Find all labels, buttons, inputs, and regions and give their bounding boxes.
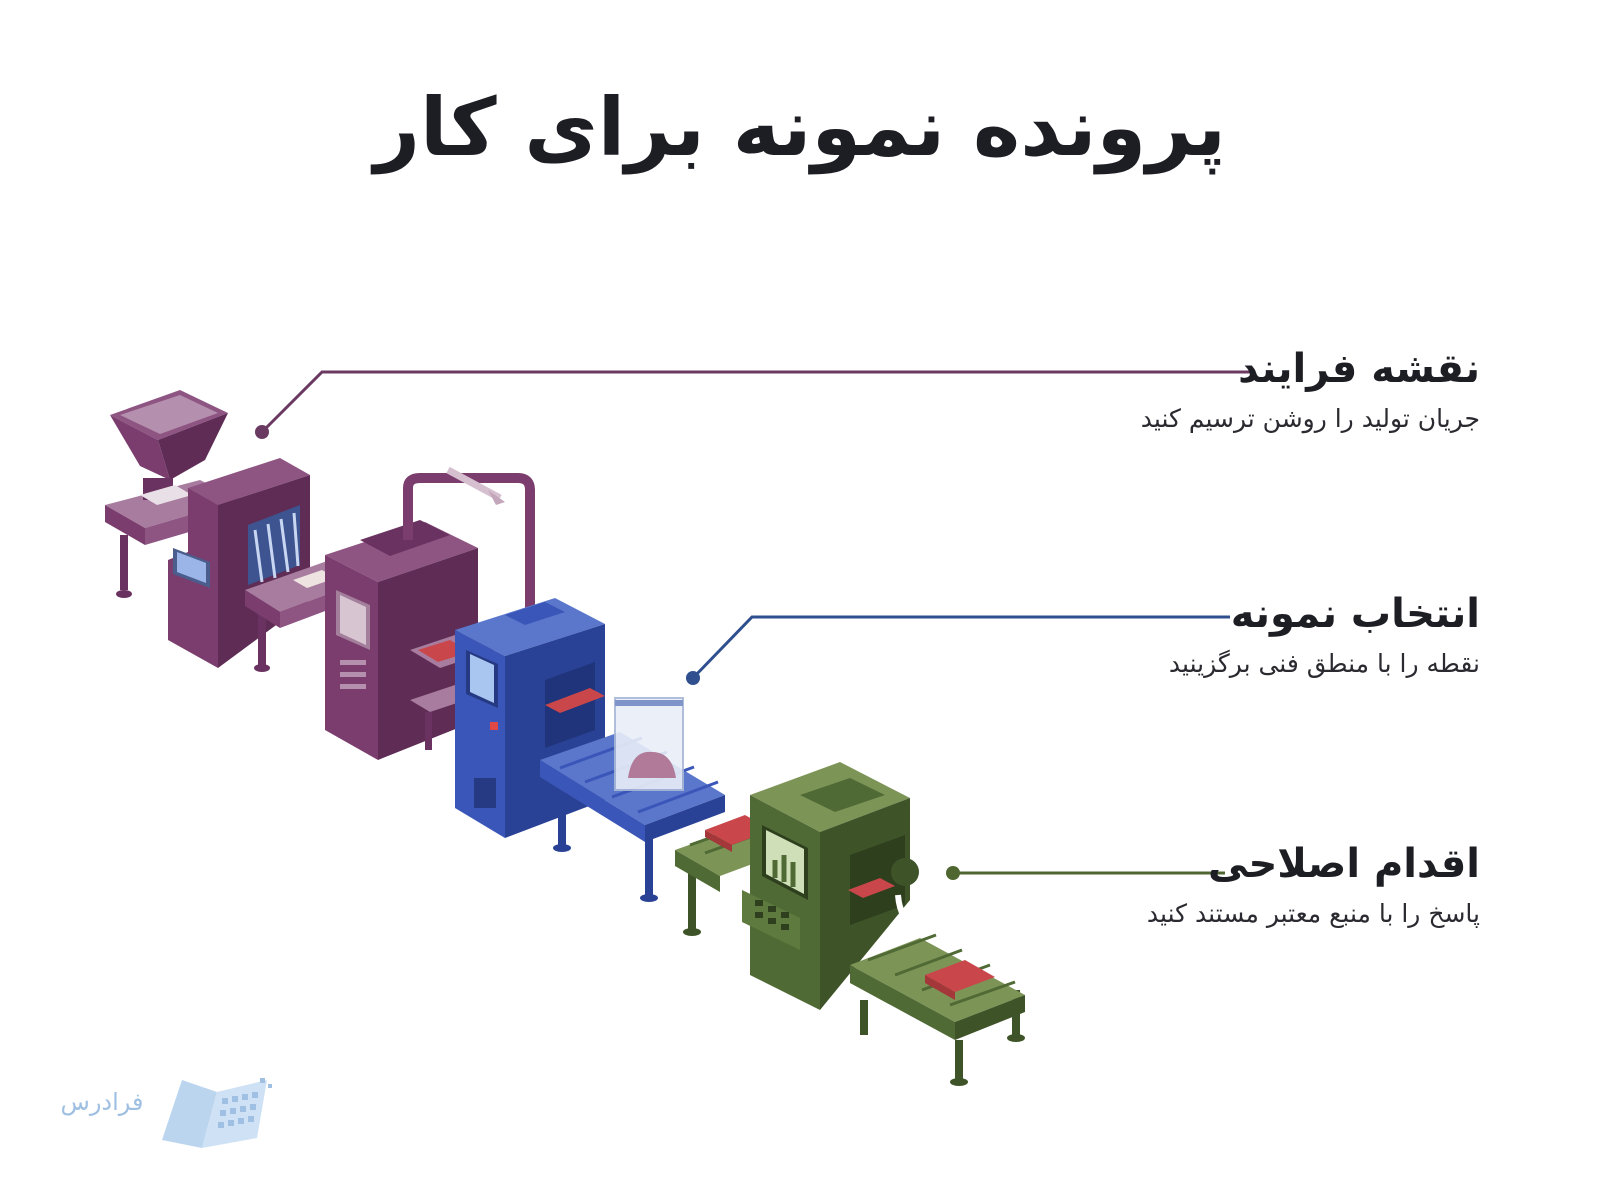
callout-corrective-action: اقدام اصلاحی پاسخ را با منبع معتبر مستند…	[1147, 840, 1480, 931]
machine-green	[742, 762, 919, 1010]
output-arrow-icon	[895, 894, 928, 936]
callout-process-map: نقشه فرایند جریان تولید را روشن ترسیم کن…	[1141, 345, 1480, 436]
sample-bag-icon	[614, 697, 684, 791]
book-logo-icon	[162, 1078, 272, 1148]
keypad-icon	[755, 900, 789, 930]
leader-line-process-map	[255, 370, 1255, 439]
flow-arrow-icon	[446, 466, 505, 505]
callout-sample-selection: انتخاب نمونه نقطه را با منطق فنی برگزینی…	[1169, 590, 1480, 681]
machine-purple-1	[168, 458, 310, 668]
leader-line-corrective-action	[946, 866, 1225, 880]
callout-text: پاسخ را با منبع معتبر مستند کنید	[1146, 899, 1480, 928]
callout-heading: نقشه فرایند	[1238, 346, 1480, 392]
callout-heading: انتخاب نمونه	[1230, 591, 1480, 637]
machine-purple-2	[325, 473, 535, 760]
callout-text: جریان تولید را روشن ترسیم کنید	[1140, 404, 1480, 433]
logo-text: فرادرس	[60, 1088, 144, 1116]
hopper-machine	[110, 390, 228, 505]
curtain-strips	[248, 505, 300, 585]
conveyor-green-2	[850, 933, 1025, 1086]
leader-line-sample-selection	[686, 615, 1230, 685]
callout-heading: اقدام اصلاحی	[1208, 841, 1480, 887]
callout-text: نقطه را با منطق فنی برگزینید	[1168, 649, 1480, 678]
page-title: پرونده نمونه برای کار	[373, 81, 1227, 174]
faradars-logo: فرادرس	[52, 1070, 292, 1150]
